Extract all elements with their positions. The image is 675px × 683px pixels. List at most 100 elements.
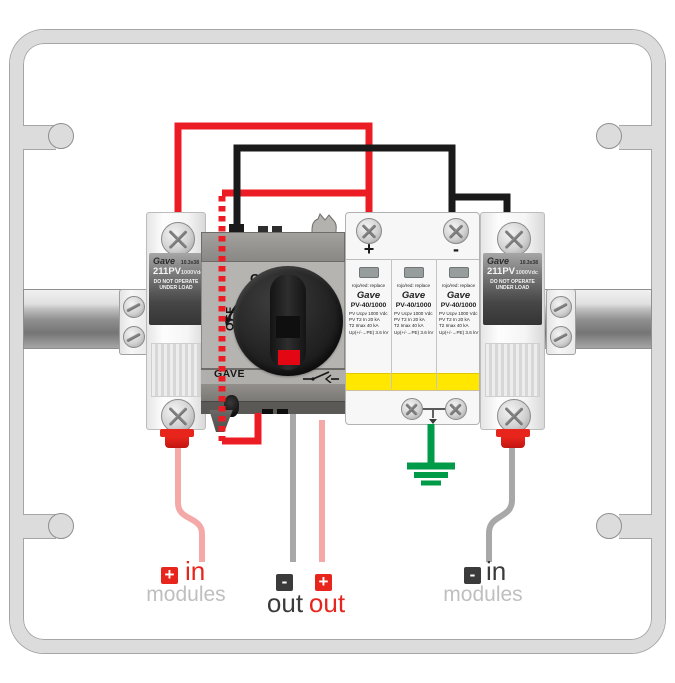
switch-terminal-slot [262, 409, 273, 414]
enclosure-frame [10, 30, 665, 653]
in-minus-sublabel: modules [443, 583, 523, 606]
screw-icon [497, 399, 531, 433]
in-plus-sublabel: modules [146, 583, 226, 606]
gave-logo: Gave [153, 256, 176, 266]
spd-model: PV-40/1000 [395, 302, 432, 309]
spd-rating-line: PV Ucpv 1000 Vdc [394, 311, 433, 316]
wire-negative-top [233, 144, 456, 234]
spd-rating-line: Up(+/-→PE) 3.6 kV [349, 329, 389, 335]
plus-icon: + [161, 566, 178, 584]
gave-logo: Gave [356, 290, 381, 301]
screw-icon [123, 326, 145, 348]
spd-minus-terminal: - [453, 239, 459, 259]
spd-rating-line: PV T2 In 20 kA [394, 317, 425, 323]
surge-protection-device: + - rojo/red: replace Gave PV-40/1000 PV… [345, 212, 480, 425]
plus-icon: + [315, 573, 332, 591]
spd-model: PV-40/1000 [440, 302, 477, 309]
wire-switch-jumper [222, 413, 262, 445]
spd-module-2: rojo/red: replace Gave PV-40/1000 PV Ucp… [391, 259, 436, 373]
spd-ratings: PV Ucpv 1000 Vdc PV T2 In 20 kA T2 Imax … [391, 311, 436, 336]
spd-ratings: PV Ucpv 1000 Vdc PV T2 In 20 kA T2 Imax … [436, 311, 481, 336]
mounting-hole-bottom-right [596, 513, 622, 539]
minus-icon: - [276, 573, 293, 591]
earth-terminal-icon [429, 410, 437, 424]
knob-red-indicator [278, 350, 300, 365]
screw-icon [445, 398, 467, 420]
spd-rating-line: Up(+/-→PE) 3.6 kV [439, 329, 479, 335]
fuse-lever [485, 343, 540, 397]
status-window-icon [448, 267, 469, 278]
fuse-voltage: 1000Vdc [515, 270, 538, 276]
spd-module-1: rojo/red: replace Gave PV-40/1000 PV Ucp… [346, 259, 391, 373]
spd-rating-line: PV Ucpv 1000 Vdc [439, 311, 478, 316]
fuse-right-boot-tip [501, 437, 525, 448]
fuse-model: 211PV [153, 266, 181, 277]
fuse-warning-line2: UNDER LOAD [159, 285, 193, 291]
mounting-hole-top-right [596, 123, 622, 149]
fuse-size: 10.3x38 [180, 260, 199, 266]
in-plus-label: in [185, 556, 206, 586]
screw-icon [443, 218, 469, 244]
fuse-holder-left: Gave 10.3x38 211PV 1000Vdc DO NOT OPERAT… [146, 212, 206, 433]
fuse-lever [151, 343, 201, 397]
out-plus-label: out [308, 588, 346, 618]
switch-tab [258, 226, 268, 232]
gave-logo: Gave [446, 290, 471, 301]
spd-rating-line: PV T2 In 20 kA [439, 317, 470, 323]
minus-icon: - [464, 566, 481, 584]
mounting-tab-top-right [619, 125, 652, 150]
fuse-warning-line2: UNDER LOAD [495, 285, 530, 291]
gave-logo: Gave [487, 256, 510, 266]
ground-link-bar [412, 408, 456, 410]
fuse-size: 10.3x38 [519, 260, 538, 266]
switch-terminal-slot [277, 409, 288, 414]
wire-modules-negative-in [486, 446, 515, 562]
screw-icon [550, 296, 572, 318]
spd-rating-line: PV T2 In 20 kA [349, 317, 380, 323]
screw-icon [123, 296, 145, 318]
spd-rating-line: T2 Imax 40 kA [394, 323, 424, 329]
fuse-right-label: Gave 10.3x38 211PV 1000Vdc DO NOT OPERAT… [483, 253, 542, 325]
fuse-warning-line1: DO NOT OPERATE [490, 279, 535, 285]
switch-terminal-top [229, 224, 244, 233]
fuse-voltage: 1000Vdc [181, 270, 203, 276]
spd-rating-line: T2 Imax 40 kA [349, 323, 379, 329]
spd-replace-note: rojo/red: replace [351, 283, 386, 288]
mounting-hole-top-left [48, 123, 74, 149]
switch-tab [272, 226, 282, 232]
status-window-icon [403, 267, 424, 278]
fuse-right-boot [496, 429, 530, 437]
spd-yellow-stripe [346, 373, 479, 391]
spd-plus-terminal: + [363, 239, 375, 259]
wire-modules-positive-in [175, 440, 205, 562]
fuse-left-label: Gave 10.3x38 211PV 1000Vdc DO NOT OPERAT… [149, 253, 203, 325]
spd-rating-line: T2 Imax 40 kA [439, 323, 469, 329]
spd-ratings: PV Ucpv 1000 Vdc PV T2 In 20 kA T2 Imax … [346, 311, 391, 336]
screw-icon [401, 398, 423, 420]
spd-rating-line: Up(+/-→PE) 3.6 kV [394, 329, 434, 335]
spd-rating-line: PV Ucpv 1000 Vdc [349, 311, 388, 316]
spd-module-divider [391, 259, 392, 389]
fuse-warning-line1: DO NOT OPERATE [153, 279, 199, 285]
status-window-icon [358, 267, 379, 278]
spd-module-divider [436, 259, 437, 389]
spd-replace-note: rojo/red: replace [441, 283, 476, 288]
switch-base-strip [201, 384, 345, 401]
fuse-model: 211PV [487, 266, 515, 277]
fuse-holder-right: Gave 10.3x38 211PV 1000Vdc DO NOT OPERAT… [480, 212, 545, 433]
fuse-left-boot [160, 429, 194, 437]
screw-icon [356, 218, 382, 244]
spd-module-3: rojo/red: replace Gave PV-40/1000 PV Ucp… [436, 259, 481, 373]
spd-model: PV-40/1000 [350, 302, 387, 309]
wire-positive-top [174, 122, 373, 216]
mounting-tab-bottom-right [619, 514, 652, 539]
spd-replace-note: rojo/red: replace [396, 283, 431, 288]
mounting-hole-bottom-left [48, 513, 74, 539]
screw-icon [550, 326, 572, 348]
disconnect-symbol-icon [303, 371, 339, 383]
gave-logo: Gave [401, 290, 426, 301]
spd-divider [346, 259, 479, 260]
